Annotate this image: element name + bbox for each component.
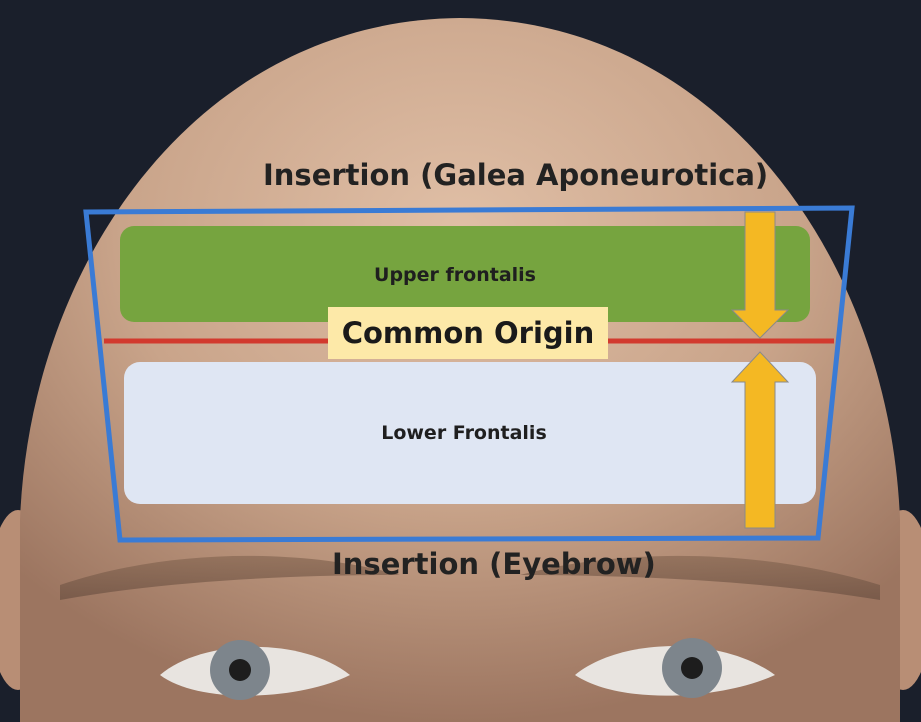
insertion-eyebrow-label: Insertion (Eyebrow)	[0, 547, 921, 581]
down-arrow-icon	[732, 212, 788, 338]
common-origin-label: Common Origin	[328, 307, 608, 359]
frontalis-outline	[86, 208, 852, 540]
up-arrow-icon	[732, 352, 788, 528]
insertion-galea-label: Insertion (Galea Aponeurotica)	[0, 158, 921, 192]
